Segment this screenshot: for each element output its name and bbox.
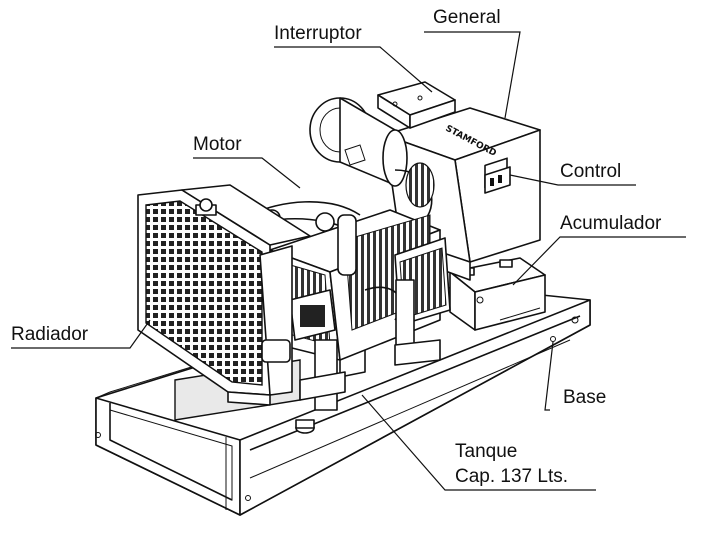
label-motor: Motor [193,134,242,155]
base-frame [95,285,591,516]
air-filter [309,97,435,221]
label-acumulador: Acumulador [560,213,662,234]
label-interruptor: Interruptor [274,23,362,44]
label-radiador: Radiador [11,324,89,345]
battery [449,257,546,331]
label-tanque-line1: Tanque [455,441,518,462]
label-tanque-line2: Cap. 137 Lts. [455,466,569,487]
label-control: Control [560,161,622,182]
leader-lines [11,31,686,491]
label-base: Base [563,387,607,408]
radiator [137,184,311,406]
label-general: General [433,7,501,28]
